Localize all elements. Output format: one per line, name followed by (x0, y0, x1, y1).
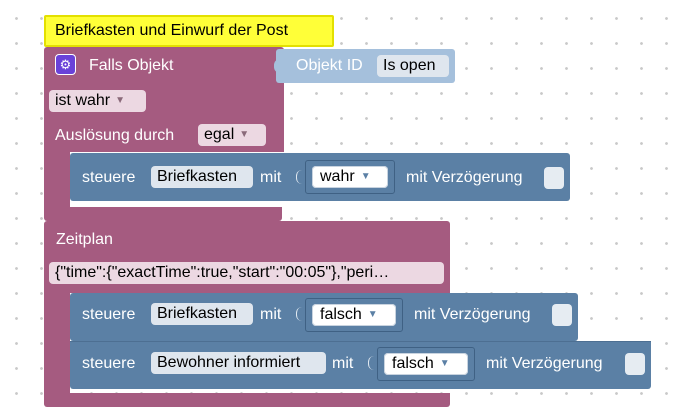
control-target[interactable]: Bewohner informiert (151, 352, 326, 374)
control-statement[interactable]: steuere Briefkasten mit falsch ▼ mit Verz… (70, 293, 578, 341)
bool-value: falsch (392, 355, 434, 372)
control-label: steuere (82, 169, 136, 186)
bool-value: wahr (320, 168, 355, 185)
control-label: steuere (82, 306, 136, 323)
dropdown-arrow-icon: ▼ (239, 129, 250, 140)
bool-value-block[interactable]: falsch ▼ (305, 298, 403, 332)
dropdown-arrow-icon: ▼ (367, 309, 378, 320)
dropdown-arrow-icon: ▼ (360, 171, 371, 182)
trigger-by-value: egal (204, 126, 235, 143)
delay-label: mit Verzögerung (406, 169, 523, 186)
comment-text: Briefkasten und Einwurf der Post (55, 22, 289, 39)
dropdown-arrow-icon: ▼ (439, 358, 450, 369)
control-statement[interactable]: steuere Bewohner informiert mit falsch▼ … (70, 341, 651, 389)
object-id-block[interactable]: Objekt ID Is open (274, 49, 455, 83)
schedule-block-footer (44, 393, 450, 407)
bool-value-block[interactable]: falsch ▼ (377, 347, 475, 381)
control-with-label: mit (332, 355, 354, 372)
condition-value: ist wahr (55, 92, 111, 109)
value-connector (296, 307, 307, 321)
trigger-by-dropdown[interactable]: egal ▼ (198, 124, 266, 146)
dropdown-arrow-icon: ▼ (115, 95, 126, 106)
value-connector (368, 356, 379, 370)
object-id-connector (274, 59, 284, 73)
bool-dropdown[interactable]: falsch ▼ (312, 304, 396, 326)
trigger-by-label: Auslösung durch (55, 127, 175, 144)
control-statement[interactable]: steuere Briefkasten mit wahr ▼ mit Verzög… (70, 153, 570, 201)
delay-label: mit Verzögerung (414, 306, 531, 323)
control-label: steuere (82, 355, 136, 372)
bool-dropdown[interactable]: wahr ▼ (312, 166, 388, 188)
control-with-label: mit (260, 306, 282, 323)
schedule-label: Zeitplan (56, 231, 113, 248)
control-with-label: mit (260, 169, 282, 186)
comment-bubble[interactable]: Briefkasten und Einwurf der Post (44, 15, 334, 47)
object-id-value[interactable]: Is open (377, 55, 449, 77)
gear-icon[interactable]: ⚙ (55, 54, 76, 75)
control-target[interactable]: Briefkasten (151, 303, 253, 325)
delay-checkbox[interactable] (544, 167, 564, 189)
trigger-block-footer (44, 207, 282, 221)
bool-value-block[interactable]: wahr ▼ (305, 160, 395, 194)
trigger-block-spine (44, 152, 70, 208)
delay-checkbox[interactable] (625, 353, 645, 375)
delay-checkbox[interactable] (552, 304, 572, 326)
condition-dropdown[interactable]: ist wahr ▼ (49, 90, 146, 112)
trigger-label: Falls Objekt (89, 57, 174, 74)
bool-dropdown[interactable]: falsch ▼ (384, 353, 468, 375)
object-id-label: Objekt ID (296, 57, 363, 74)
delay-label: mit Verzögerung (486, 355, 603, 372)
schedule-value-field[interactable]: {"time":{"exactTime":true,"start":"00:05… (49, 262, 444, 284)
bool-value: falsch (320, 306, 362, 323)
value-connector (296, 170, 307, 184)
schedule-block-spine (44, 292, 70, 394)
control-target[interactable]: Briefkasten (151, 166, 253, 188)
